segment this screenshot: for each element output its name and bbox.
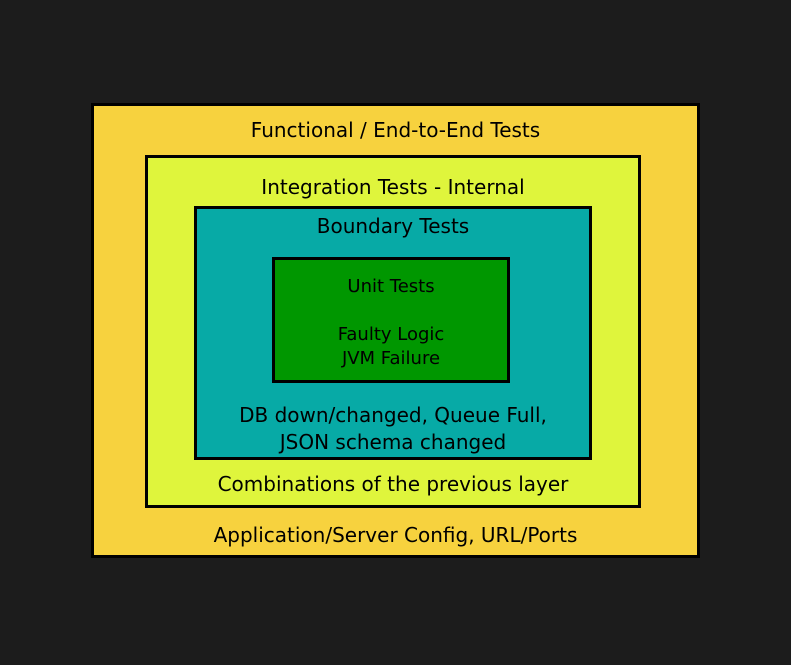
boundary-tests-footer-line2: JSON schema changed [279,430,507,454]
unit-tests-layer: Unit Tests Faulty Logic JVM Failure [272,257,510,383]
integration-tests-footer: Combinations of the previous layer [217,472,569,496]
unit-tests-line2: JVM Failure [341,348,441,369]
functional-tests-title: Functional / End-to-End Tests [250,118,541,142]
integration-tests-title: Integration Tests - Internal [261,175,525,199]
unit-tests-line1: Faulty Logic [337,324,445,345]
boundary-tests-footer-line1: DB down/changed, Queue Full, [239,403,547,427]
unit-tests-title: Unit Tests [347,276,435,297]
boundary-tests-title: Boundary Tests [316,214,470,238]
functional-tests-footer: Application/Server Config, URL/Ports [213,523,578,547]
